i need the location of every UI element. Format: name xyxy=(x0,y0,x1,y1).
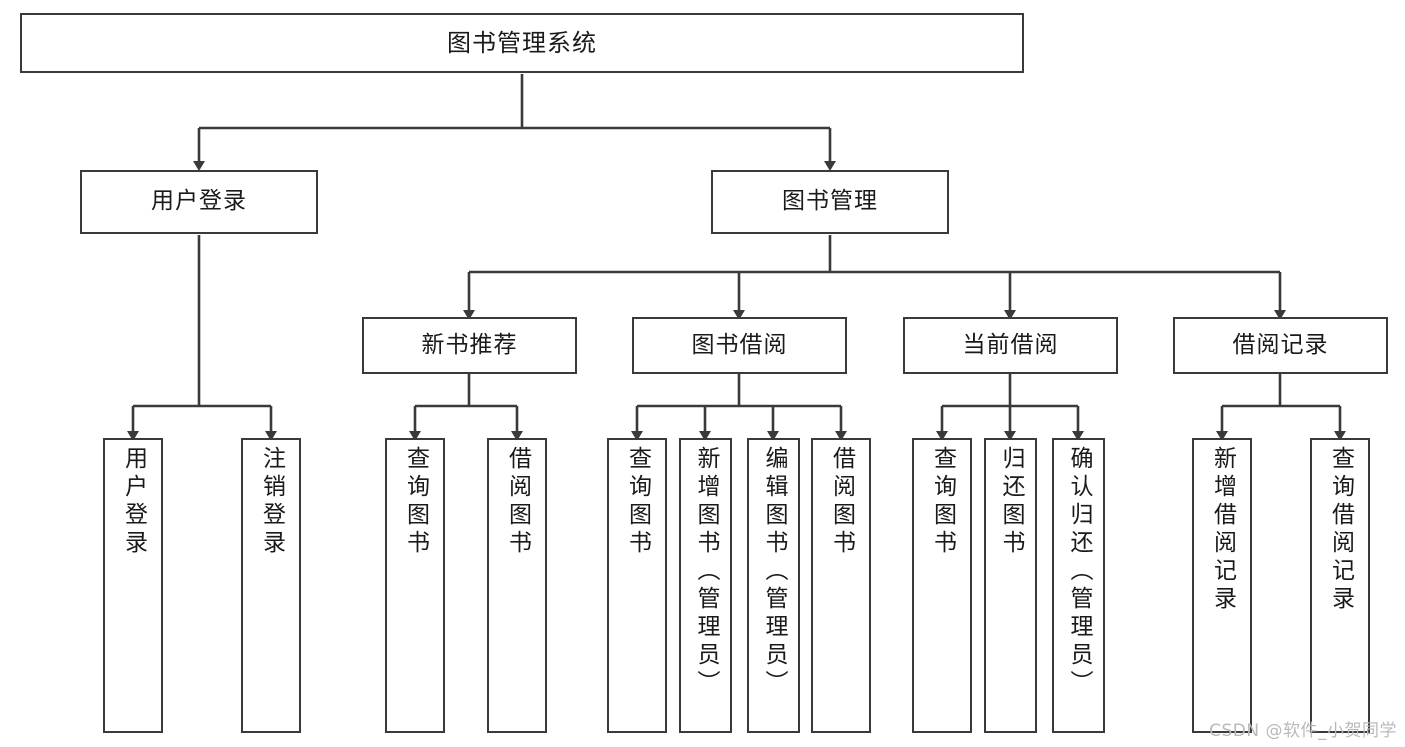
node-label: 新书推荐 xyxy=(421,331,518,358)
node-leaf-confirm-return-admin[interactable]: 确认归还（管理员） xyxy=(1052,438,1105,733)
node-leaf-query-book-borrow[interactable]: 查询图书 xyxy=(607,438,667,733)
node-root-library-management-system[interactable]: 图书管理系统 xyxy=(20,13,1024,73)
node-leaf-query-book-recommend[interactable]: 查询图书 xyxy=(385,438,445,733)
node-borrow-record[interactable]: 借阅记录 xyxy=(1173,317,1388,374)
node-leaf-logout-login[interactable]: 注销登录 xyxy=(241,438,301,733)
node-label: 图书管理系统 xyxy=(447,28,597,57)
node-label: 图书借阅 xyxy=(691,331,788,358)
node-label: 确认归还（管理员） xyxy=(1066,446,1092,698)
node-leaf-user-login[interactable]: 用户登录 xyxy=(103,438,163,733)
node-label: 查询图书 xyxy=(929,446,956,558)
node-label: 图书管理 xyxy=(782,188,878,215)
node-label: 查询图书 xyxy=(624,446,651,558)
node-label: 新增借阅记录 xyxy=(1209,446,1236,614)
node-label: 查询借阅记录 xyxy=(1327,446,1354,614)
node-label: 新增图书（管理员） xyxy=(693,446,719,698)
node-leaf-borrow-book-borrow[interactable]: 借阅图书 xyxy=(811,438,871,733)
node-label: 查询图书 xyxy=(402,446,429,558)
node-label: 借阅图书 xyxy=(504,446,531,558)
node-label: 借阅记录 xyxy=(1232,331,1329,358)
node-label: 注销登录 xyxy=(258,446,285,558)
node-label: 归还图书 xyxy=(998,446,1024,558)
node-current-borrow[interactable]: 当前借阅 xyxy=(903,317,1118,374)
node-label: 用户登录 xyxy=(120,446,147,558)
node-leaf-edit-book-admin[interactable]: 编辑图书（管理员） xyxy=(747,438,800,733)
node-user-login[interactable]: 用户登录 xyxy=(80,170,318,234)
node-leaf-add-borrow-record[interactable]: 新增借阅记录 xyxy=(1192,438,1252,733)
node-label: 用户登录 xyxy=(151,188,247,215)
node-leaf-borrow-book-recommend[interactable]: 借阅图书 xyxy=(487,438,547,733)
node-leaf-return-book[interactable]: 归还图书 xyxy=(984,438,1037,733)
node-leaf-query-borrow-record[interactable]: 查询借阅记录 xyxy=(1310,438,1370,733)
node-leaf-add-book-admin[interactable]: 新增图书（管理员） xyxy=(679,438,732,733)
node-book-borrow[interactable]: 图书借阅 xyxy=(632,317,847,374)
node-label: 当前借阅 xyxy=(962,331,1059,358)
node-leaf-query-book-current[interactable]: 查询图书 xyxy=(912,438,972,733)
node-new-book-recommend[interactable]: 新书推荐 xyxy=(362,317,577,374)
node-label: 编辑图书（管理员） xyxy=(761,446,787,698)
node-book-management[interactable]: 图书管理 xyxy=(711,170,949,234)
node-label: 借阅图书 xyxy=(828,446,855,558)
